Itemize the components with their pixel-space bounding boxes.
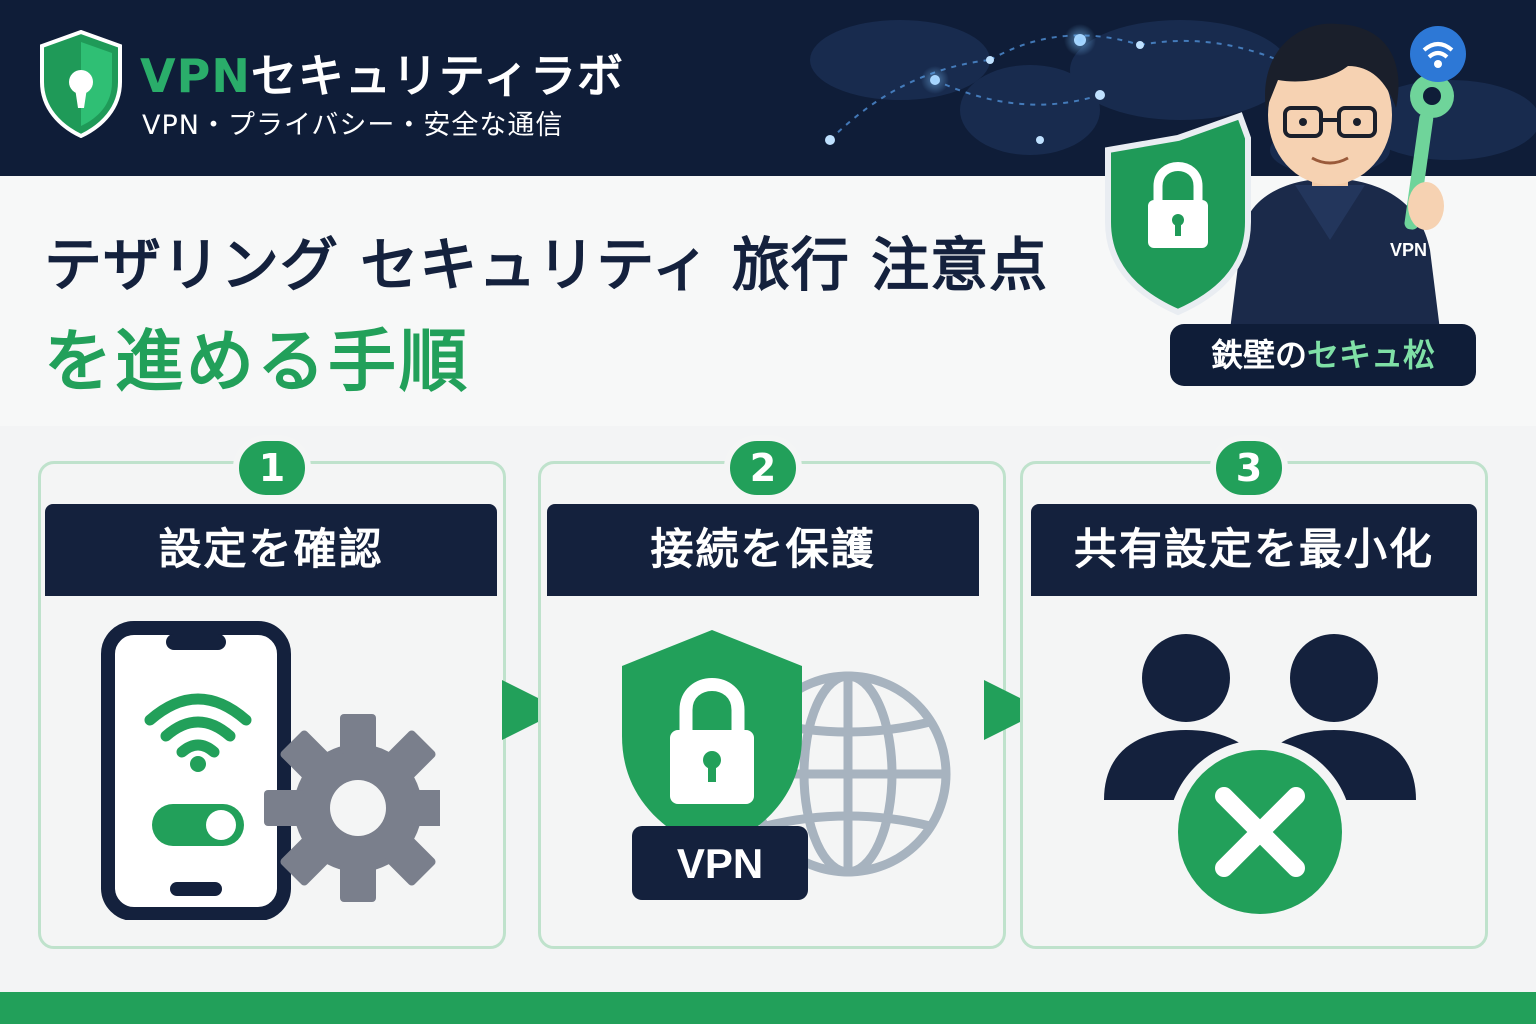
vpn-shield-globe-icon: VPN [622, 630, 951, 900]
smartphone-wifi-settings-icon [101, 621, 440, 920]
mascot-name-badge: 鉄壁のセキュ松 [1170, 324, 1476, 386]
mascot-key-icon [1404, 74, 1454, 230]
users-blocked-icon [1104, 634, 1416, 920]
step-number-2: 2 [724, 435, 802, 501]
brand-title: VPNセキュリティラボ [140, 40, 624, 106]
step-label-1: 設定を確認 [45, 504, 497, 596]
page-title-line1: テザリング セキュリティ 旅行 注意点 [44, 231, 1049, 299]
step-number-3: 3 [1210, 435, 1288, 501]
vpn-badge-text: VPN [677, 840, 763, 887]
wifi-badge-icon [1410, 26, 1466, 82]
logo-shield-keyhole-icon [40, 30, 122, 138]
mascot-name-plain: 鉄壁の [1210, 336, 1307, 374]
step-label-3: 共有設定を最小化 [1031, 504, 1477, 596]
page-title-line2: を進める手順 [44, 323, 471, 402]
mascot-shield-lock-icon [1105, 112, 1251, 316]
brand-title-vpn: VPN [140, 49, 251, 103]
brand-title-rest: セキュリティラボ [250, 49, 625, 103]
footer-bar [0, 992, 1536, 1024]
step-label-2: 接続を保護 [547, 504, 979, 596]
mascot-name-highlight: セキュ松 [1307, 336, 1436, 374]
mascot-jacket-text: VPN [1390, 240, 1427, 260]
step-number-1: 1 [233, 435, 311, 501]
brand-subtitle: VPN・プライバシー・安全な通信 [142, 110, 564, 141]
mascot-character: VPN [1105, 23, 1466, 330]
